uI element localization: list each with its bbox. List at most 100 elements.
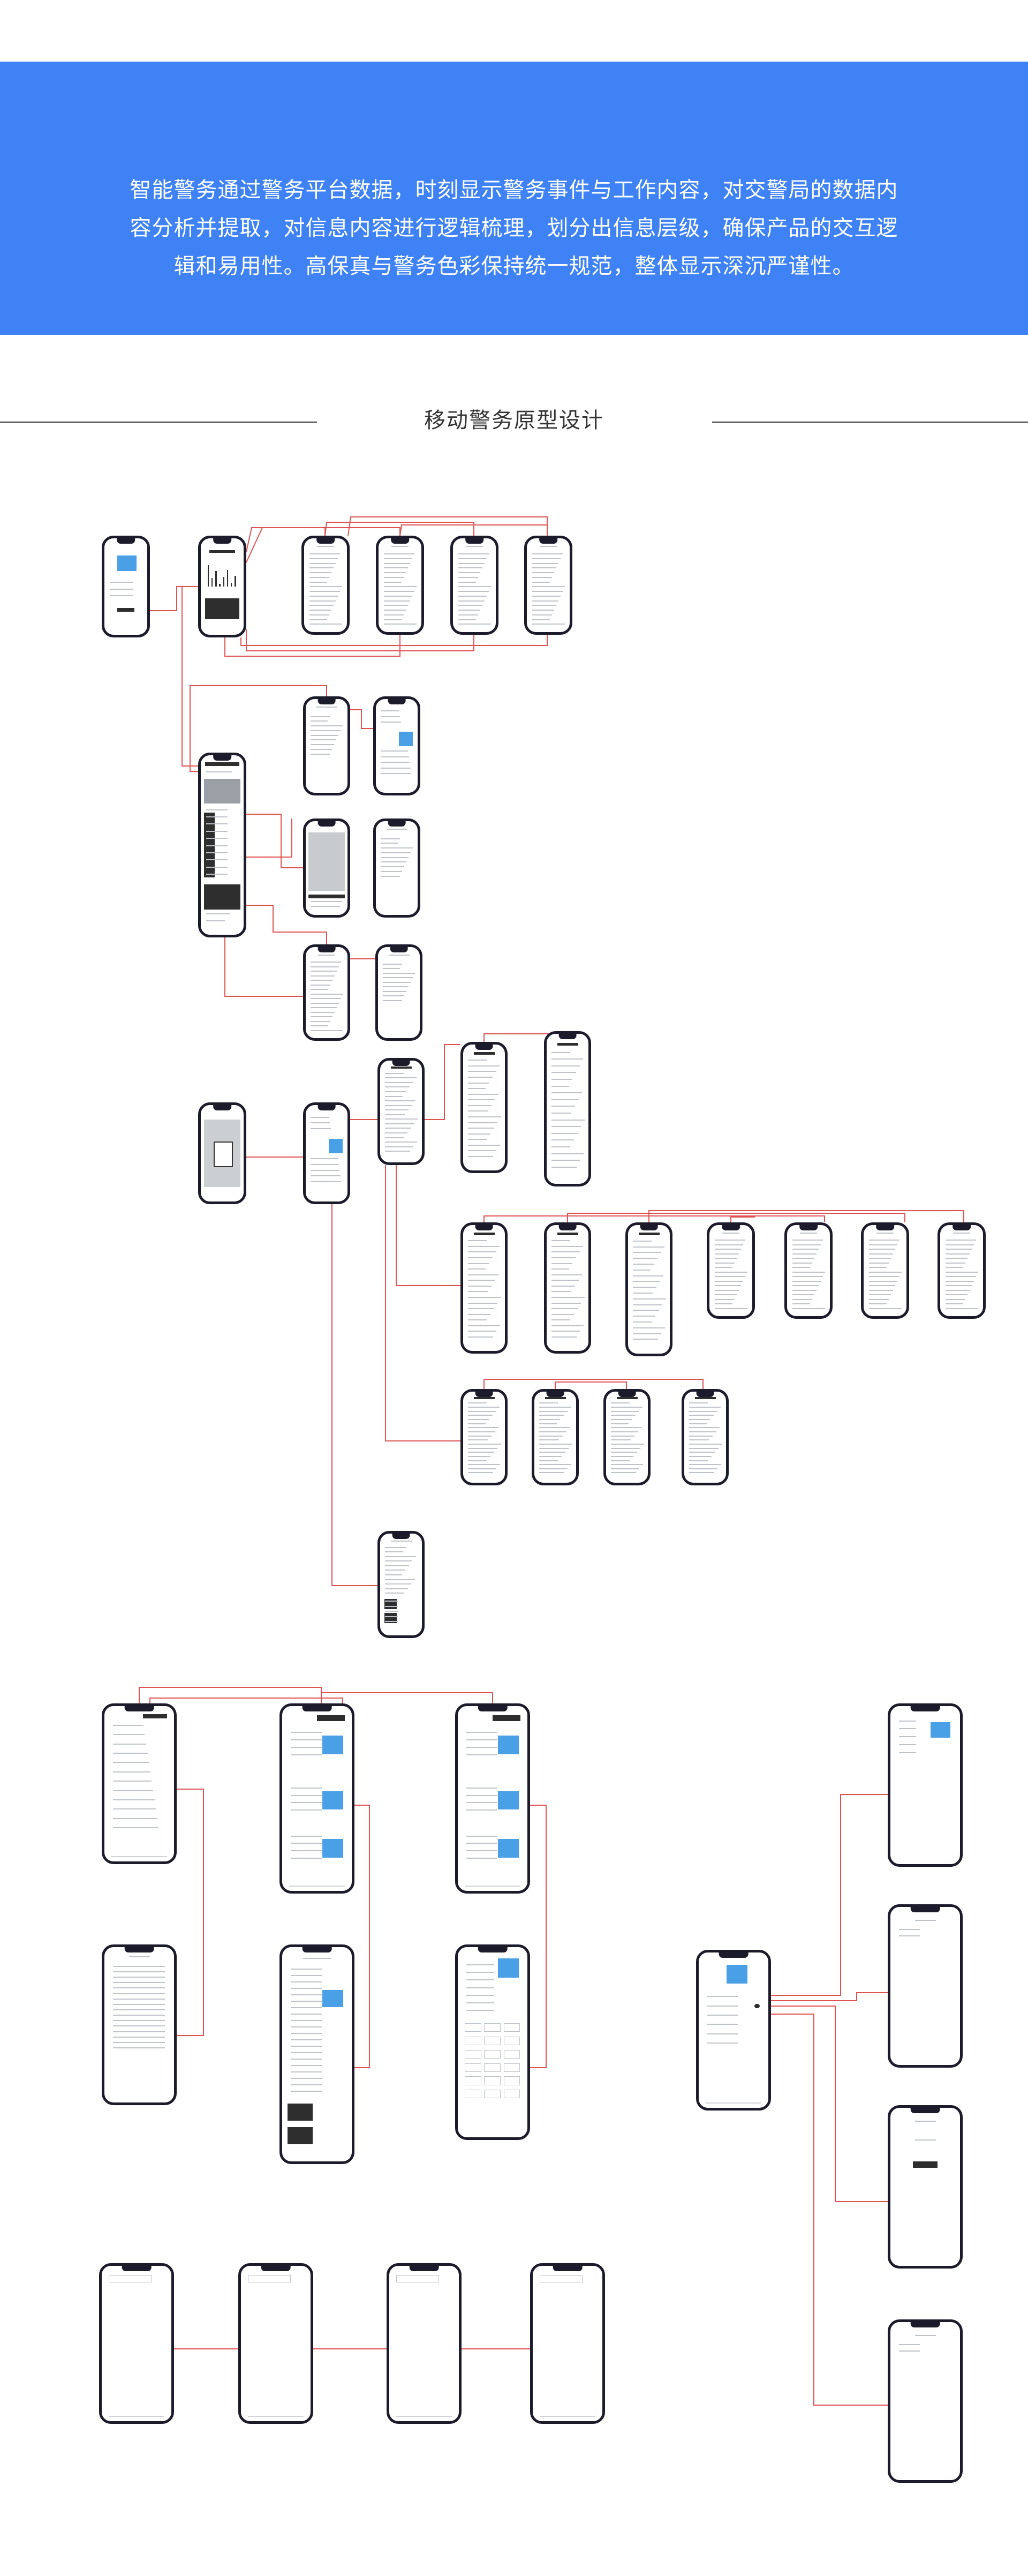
placeholder-block bbox=[117, 607, 134, 612]
placeholder-line bbox=[611, 1439, 631, 1441]
placeholder-line bbox=[633, 1246, 665, 1248]
placeholder-line bbox=[290, 2052, 322, 2053]
placeholder-line bbox=[385, 1091, 406, 1092]
placeholder-line bbox=[945, 1240, 977, 1241]
placeholder-line bbox=[466, 1994, 494, 1996]
placeholder-line bbox=[468, 1060, 487, 1061]
placeholder-line bbox=[466, 1746, 498, 1748]
placeholder-line bbox=[465, 2036, 481, 2046]
flow-connector bbox=[425, 1044, 460, 1120]
placeholder-line bbox=[383, 581, 402, 583]
placeholder-line bbox=[458, 591, 489, 592]
placeholder-line bbox=[290, 1802, 322, 1804]
placeholder-line bbox=[484, 2023, 501, 2032]
phone-notch bbox=[546, 1392, 564, 1397]
placeholder-line bbox=[468, 1076, 493, 1078]
flow-connector bbox=[483, 1215, 825, 1222]
placeholder-line bbox=[551, 1113, 572, 1114]
placeholder-line bbox=[868, 1298, 889, 1300]
placeholder-block bbox=[493, 1715, 520, 1721]
placeholder-line bbox=[385, 1565, 409, 1566]
placeholder-line bbox=[551, 1079, 573, 1080]
placeholder-line bbox=[383, 567, 409, 569]
placeholder-line bbox=[383, 995, 405, 997]
placeholder-line bbox=[112, 1977, 165, 1978]
placeholder-line bbox=[383, 572, 406, 573]
phone-screen-wireframe bbox=[460, 1042, 508, 1173]
section-title: 移动警务原型设计 bbox=[424, 408, 604, 433]
phone-notch bbox=[318, 947, 336, 952]
flow-connector bbox=[771, 1992, 888, 2001]
placeholder-line bbox=[290, 1994, 322, 1995]
placeholder-line bbox=[611, 1415, 636, 1416]
placeholder-line bbox=[112, 1753, 148, 1754]
placeholder-line bbox=[466, 1987, 494, 1988]
placeholder-line bbox=[290, 1850, 322, 1852]
phone-screen-wireframe bbox=[279, 1703, 354, 1894]
placeholder-line bbox=[868, 1294, 891, 1296]
placeholder-line bbox=[385, 1569, 406, 1571]
phone-screen-wireframe bbox=[377, 1531, 425, 1638]
placeholder-line bbox=[468, 1122, 498, 1123]
placeholder-line bbox=[468, 1150, 497, 1152]
placeholder-line bbox=[468, 1455, 491, 1457]
placeholder-line bbox=[468, 1325, 501, 1326]
placeholder-line bbox=[539, 1464, 572, 1466]
placeholder-line bbox=[689, 1439, 709, 1441]
placeholder-line bbox=[109, 582, 133, 583]
placeholder-line bbox=[466, 1972, 494, 1973]
placeholder-line bbox=[465, 2076, 481, 2085]
placeholder-line bbox=[381, 762, 410, 763]
placeholder-line bbox=[633, 1333, 662, 1334]
placeholder-line bbox=[458, 624, 492, 625]
placeholder-line bbox=[898, 1728, 917, 1730]
placeholder-line bbox=[385, 1151, 410, 1152]
placeholder-line bbox=[311, 734, 338, 736]
placeholder-block bbox=[207, 565, 209, 587]
placeholder-line bbox=[381, 857, 409, 858]
placeholder-line bbox=[611, 1423, 629, 1424]
placeholder-line bbox=[290, 1732, 322, 1733]
placeholder-line bbox=[689, 1435, 713, 1437]
placeholder-line bbox=[611, 1402, 630, 1404]
placeholder-line bbox=[876, 1232, 894, 1234]
placeholder-line bbox=[551, 1336, 577, 1338]
placeholder-line bbox=[458, 605, 483, 606]
placeholder-block bbox=[390, 1067, 412, 1069]
placeholder-line bbox=[311, 1011, 335, 1013]
placeholder-line bbox=[792, 1285, 819, 1287]
placeholder-line bbox=[383, 553, 415, 554]
placeholder-line bbox=[633, 1321, 652, 1323]
placeholder-line bbox=[311, 980, 332, 981]
placeholder-line bbox=[468, 1099, 495, 1101]
placeholder-line bbox=[290, 1794, 322, 1796]
placeholder-line bbox=[551, 1285, 576, 1287]
placeholder-line bbox=[503, 2049, 520, 2059]
placeholder-line bbox=[551, 1146, 571, 1147]
flow-connector bbox=[347, 516, 548, 536]
phone-notch bbox=[553, 2266, 583, 2271]
placeholder-line bbox=[383, 624, 417, 625]
placeholder-line bbox=[468, 1285, 492, 1287]
placeholder-line bbox=[468, 1447, 498, 1449]
placeholder-line bbox=[383, 614, 404, 615]
phone-screen-wireframe bbox=[303, 818, 350, 918]
placeholder-line bbox=[722, 1232, 739, 1234]
placeholder-line bbox=[112, 1965, 165, 1967]
placeholder-line bbox=[468, 1410, 496, 1412]
placeholder-line bbox=[309, 567, 334, 569]
placeholder-line bbox=[792, 1298, 813, 1300]
placeholder-line bbox=[714, 1271, 748, 1273]
placeholder-line bbox=[792, 1244, 821, 1245]
placeholder-line bbox=[385, 1114, 405, 1115]
placeholder-line bbox=[945, 1294, 968, 1296]
placeholder-line bbox=[468, 1065, 500, 1067]
placeholder-line bbox=[689, 1415, 714, 1416]
placeholder-line bbox=[112, 1818, 157, 1819]
placeholder-line bbox=[458, 595, 487, 597]
tab bbox=[248, 2416, 304, 2417]
phone-notch bbox=[910, 2322, 940, 2327]
placeholder-line bbox=[484, 2076, 501, 2085]
placeholder-line bbox=[458, 619, 477, 620]
